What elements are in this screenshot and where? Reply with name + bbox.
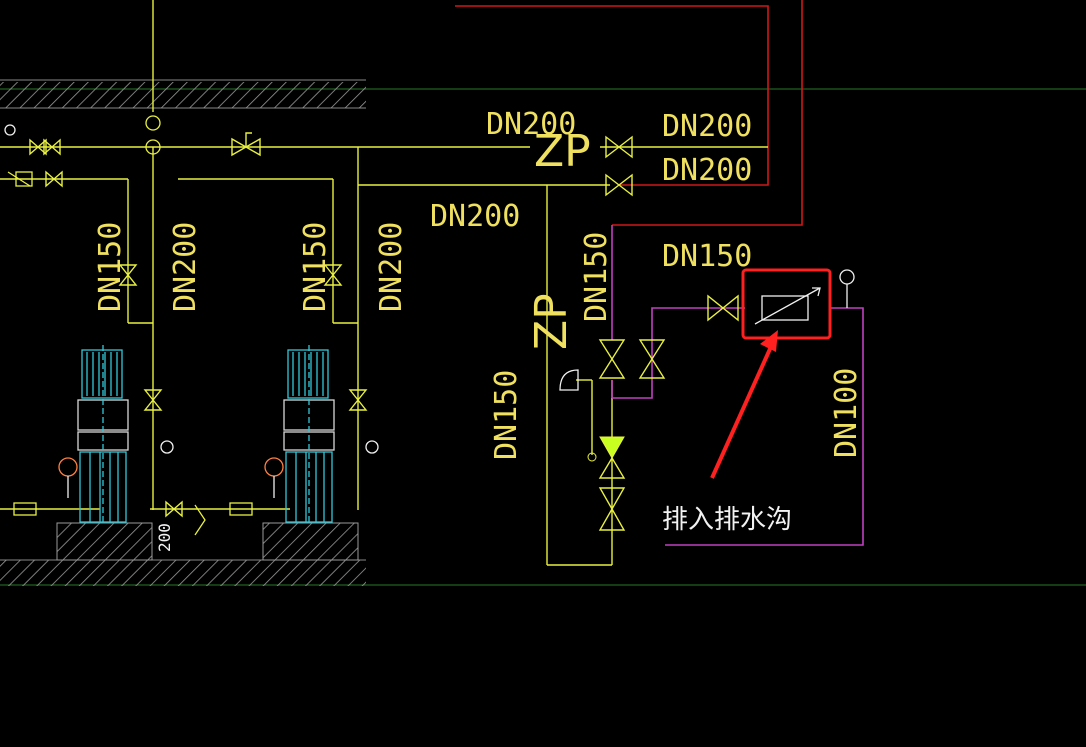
check-valve-icon: [587, 436, 626, 479]
label-zp-vertical: ZP: [526, 293, 577, 350]
pipe-labels: DN200 DN200 DN200 DN200 DN150 ZP DN150 D…: [93, 107, 864, 552]
pump-1: [77, 345, 129, 525]
valves: [29, 132, 739, 531]
label-dn200-pump1: DN200: [168, 222, 203, 312]
label-dn150-right: DN150: [662, 239, 752, 274]
red-pipes: [455, 0, 803, 226]
label-dn200-right-1: DN200: [662, 109, 752, 144]
label-dn150-pump1: DN150: [93, 222, 128, 312]
floor-slab: [0, 522, 366, 586]
label-dn150-vertical: DN150: [579, 232, 614, 322]
yellow-pipes: [0, 0, 768, 566]
label-zp-horizontal: ZP: [534, 126, 591, 177]
label-dn200-right-2: DN200: [662, 153, 752, 188]
label-dn200-center: DN200: [430, 199, 520, 234]
relief-valve-icon: [7, 171, 821, 536]
annotation-arrow-icon: [710, 330, 778, 479]
dimension-200: 200: [155, 523, 174, 552]
label-dn200-top-mid: DN200: [486, 107, 576, 142]
pressure-gauge-icon: [4, 115, 855, 498]
label-dn100: DN100: [829, 368, 864, 458]
highlight-box: [741, 268, 832, 340]
ceiling-slab: [0, 82, 366, 108]
label-dn200-pump2: DN200: [374, 222, 409, 312]
pump-2: [283, 345, 335, 525]
label-dn150-lower: DN150: [489, 370, 524, 460]
drain-note: 排入排水沟: [662, 505, 792, 535]
label-dn150-pump2: DN150: [298, 222, 333, 312]
